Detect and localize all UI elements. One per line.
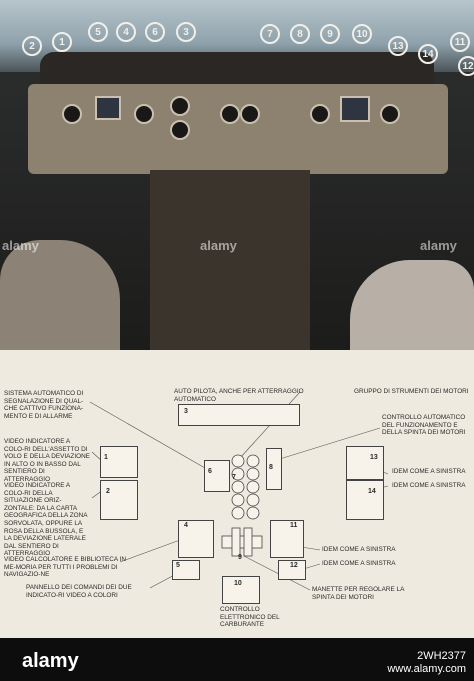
num-8: 8 <box>269 464 273 471</box>
gauge <box>62 104 82 124</box>
label-gruppo-motori: GRUPPO DI STRUMENTI DEI MOTORI <box>354 388 469 395</box>
engine-gauges <box>231 454 260 520</box>
label-carburante: CONTROLLO ELETTRONICO DEL CARBURANTE <box>220 606 280 629</box>
gauge <box>170 96 190 116</box>
box-6 <box>204 460 230 492</box>
num-9: 9 <box>238 554 242 561</box>
gauge <box>380 104 400 124</box>
footer-bar <box>0 638 474 681</box>
box-12 <box>278 560 306 580</box>
callout-7: 7 <box>260 24 280 44</box>
alamy-logo: alamy <box>22 650 79 672</box>
left-seat <box>0 240 120 350</box>
callout-1: 1 <box>52 32 72 52</box>
callout-6: 6 <box>145 22 165 42</box>
gauge <box>220 104 240 124</box>
box-2 <box>100 480 138 520</box>
image-id-code: 2WH2377 <box>417 650 466 662</box>
callout-14: 14 <box>418 44 438 64</box>
label-idem-14: IDEM COME A SINISTRA <box>392 482 466 489</box>
box-3-autopilot <box>178 404 300 426</box>
gauge <box>170 120 190 140</box>
cockpit-photo: 2 1 5 4 6 3 7 8 9 10 13 14 11 12 alamy a… <box>0 0 474 350</box>
box-13 <box>346 446 384 480</box>
label-pannello-comandi: PANNELLO DEI COMANDI DEI DUE INDICATO-RI… <box>26 584 132 599</box>
screen-right-1 <box>340 96 370 122</box>
callout-4: 4 <box>116 22 136 42</box>
cockpit-diagram: SISTEMA AUTOMATICO DI SEGNALAZIONE DI QU… <box>0 350 474 638</box>
num-5: 5 <box>176 562 180 569</box>
label-autopilota: AUTO PILOTA, ANCHE PER ATTERRAGGIO AUTOM… <box>174 388 304 403</box>
image-id-url: www.alamy.com <box>387 663 466 675</box>
num-3: 3 <box>184 408 188 415</box>
callout-8: 8 <box>290 24 310 44</box>
gauge <box>134 104 154 124</box>
label-manette: MANETTE PER REGOLARE LA SPINTA DEI MOTOR… <box>312 586 404 601</box>
num-6: 6 <box>208 468 212 475</box>
box-14 <box>346 480 384 520</box>
callout-9: 9 <box>320 24 340 44</box>
callout-3: 3 <box>176 22 196 42</box>
num-14: 14 <box>368 488 376 495</box>
screen-left-1 <box>95 96 121 120</box>
num-4: 4 <box>184 522 188 529</box>
box-1 <box>100 446 138 478</box>
callout-5: 5 <box>88 22 108 42</box>
num-2: 2 <box>106 488 110 495</box>
watermark: alamy <box>420 238 457 253</box>
image-id: 2WH2377 www.alamy.com <box>387 650 466 676</box>
watermark: alamy <box>2 238 39 253</box>
callout-12: 12 <box>458 56 474 76</box>
label-idem-13: IDEM COME A SINISTRA <box>392 468 466 475</box>
box-10 <box>222 576 260 604</box>
num-11: 11 <box>290 522 298 529</box>
label-idem-11: IDEM COME A SINISTRA <box>322 546 396 553</box>
num-13: 13 <box>370 454 378 461</box>
box-5 <box>172 560 200 580</box>
label-video-orizzontale: VIDEO INDICATORE A COLO-RI DELLA SITUAZI… <box>4 482 88 558</box>
watermark: alamy <box>200 238 237 253</box>
label-controllo-motori: CONTROLLO AUTOMATICO DEL FUNZIONAMENTO E… <box>382 414 466 437</box>
gauge <box>310 104 330 124</box>
label-video-assetto: VIDEO INDICATORE A COLO-RI DELL'ASSETTO … <box>4 438 90 483</box>
label-idem-12: IDEM COME A SINISTRA <box>322 560 396 567</box>
instrument-panel <box>28 84 448 174</box>
callout-11: 11 <box>450 32 470 52</box>
glareshield <box>40 52 434 86</box>
center-pedestal <box>150 170 310 350</box>
right-seat <box>350 260 474 350</box>
label-allarme: SISTEMA AUTOMATICO DI SEGNALAZIONE DI QU… <box>4 390 84 420</box>
callout-13: 13 <box>388 36 408 56</box>
num-10: 10 <box>234 580 242 587</box>
throttle-levers <box>221 527 263 557</box>
box-8 <box>266 448 282 490</box>
num-7: 7 <box>232 474 236 481</box>
box-11 <box>270 520 304 558</box>
gauge <box>240 104 260 124</box>
box-4 <box>178 520 214 558</box>
num-12: 12 <box>290 562 298 569</box>
num-1: 1 <box>104 454 108 461</box>
callout-2: 2 <box>22 36 42 56</box>
label-video-calcolatore: VIDEO CALCOLATORE E BIBLIOTECA IN ME-MOR… <box>4 556 126 579</box>
callout-10: 10 <box>352 24 372 44</box>
